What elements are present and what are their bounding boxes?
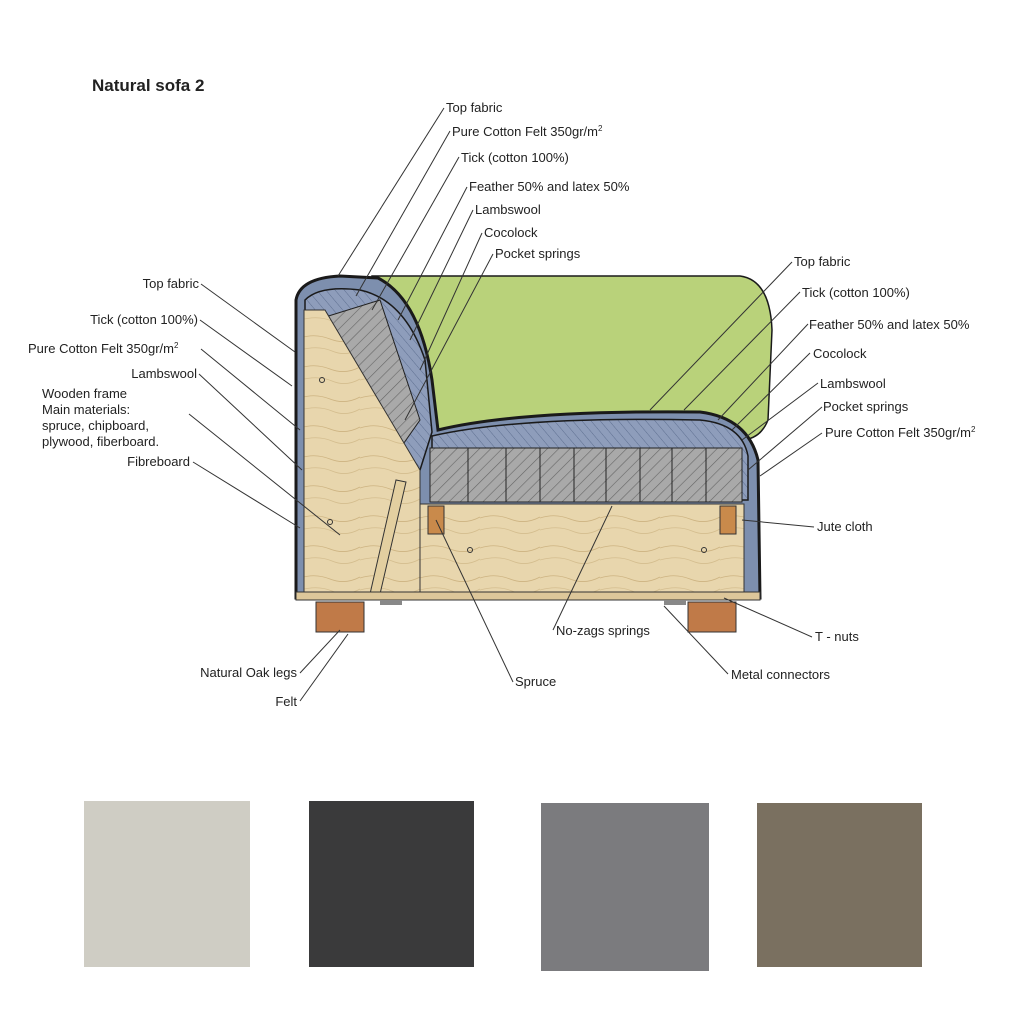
fabric-swatch-taupe: [757, 803, 922, 967]
metal-connector-right: [664, 600, 686, 605]
label-frame-4: plywood, fiberboard.: [42, 434, 159, 449]
label-felt-right: Pure Cotton Felt 350gr/m2: [825, 425, 976, 440]
fabric-swatch-grey: [541, 803, 709, 971]
fabric-swatch-light: [84, 801, 250, 967]
label-tick-back: Tick (cotton 100%): [461, 150, 569, 165]
label-top-fabric-back: Top fabric: [446, 100, 503, 115]
label-spruce: Spruce: [515, 674, 556, 689]
label-felt-leg: Felt: [275, 694, 297, 709]
label-nozag: No-zags springs: [556, 623, 650, 638]
label-felt-left: Pure Cotton Felt 350gr/m2: [28, 341, 179, 356]
label-cocolock-right: Cocolock: [813, 346, 867, 361]
label-lambswool-left: Lambswool: [131, 366, 197, 381]
sofa-drawing: [294, 274, 773, 633]
label-cocolock-back: Cocolock: [484, 225, 538, 240]
metal-connector-left: [380, 600, 402, 605]
label-lambswool-right: Lambswool: [820, 376, 886, 391]
label-frame-1: Wooden frame: [42, 386, 127, 401]
leader-lines: [188, 107, 823, 702]
seat-spring-dividers: [467, 448, 707, 502]
label-felt-back: Pure Cotton Felt 350gr/m2: [452, 124, 603, 139]
fabric-swatch-charcoal: [309, 801, 474, 967]
label-tnuts: T - nuts: [815, 629, 859, 644]
label-jute: Jute cloth: [817, 519, 873, 534]
label-tick-left: Tick (cotton 100%): [90, 312, 198, 327]
label-top-fabric-right: Top fabric: [794, 254, 851, 269]
label-legs: Natural Oak legs: [200, 665, 297, 680]
label-feather-back: Feather 50% and latex 50%: [469, 179, 630, 194]
oak-leg-right: [687, 601, 737, 633]
spruce-block-right: [719, 505, 737, 535]
wooden-frame-seat: [419, 503, 745, 595]
label-metal: Metal connectors: [731, 667, 830, 682]
label-frame-3: spruce, chipboard,: [42, 418, 149, 433]
bottom-rail: [295, 591, 761, 601]
label-fibreboard: Fibreboard: [127, 454, 190, 469]
diagram-title: Natural sofa 2: [92, 76, 204, 95]
oak-leg-left: [315, 601, 365, 633]
label-top-fabric-left: Top fabric: [143, 276, 200, 291]
label-pocket-right: Pocket springs: [823, 399, 909, 414]
label-tick-right: Tick (cotton 100%): [802, 285, 910, 300]
labels: Top fabric Pure Cotton Felt 350gr/m2 Tic…: [28, 100, 976, 709]
label-pocket-back: Pocket springs: [495, 246, 581, 261]
seat-pocket-springs: [429, 447, 743, 503]
label-feather-right: Feather 50% and latex 50%: [809, 317, 970, 332]
label-lambswool-back: Lambswool: [475, 202, 541, 217]
label-frame-2: Main materials:: [42, 402, 130, 417]
